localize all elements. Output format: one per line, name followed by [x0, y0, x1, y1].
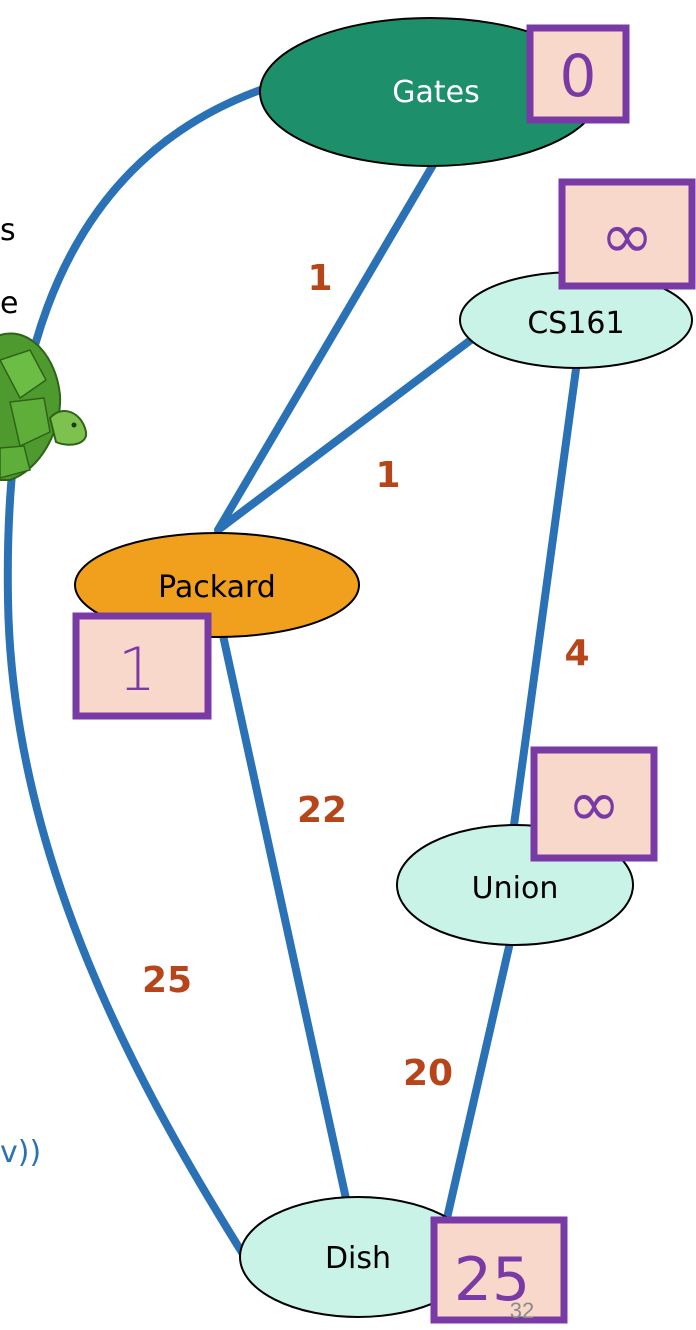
- cut-off-text-2: e: [0, 286, 18, 321]
- weight-cs161-union: 4: [564, 633, 589, 674]
- weight-gates-dish: 25: [142, 960, 192, 1001]
- node-gates-label: Gates: [392, 75, 479, 110]
- distance-box-packard: [72, 612, 212, 720]
- cut-off-text-3: v)): [0, 1135, 41, 1170]
- distance-box-union: [530, 746, 658, 862]
- nodes: Gates CS161 Packard Union Dish: [74, 17, 693, 1318]
- distance-box-dish: [430, 1216, 568, 1324]
- distance-packard: 1: [118, 635, 156, 705]
- weight-cs161-packard: 1: [375, 455, 400, 496]
- node-dish-label: Dish: [325, 1241, 391, 1276]
- distance-union: ∞: [567, 768, 620, 842]
- distance-box-cs161: [558, 178, 696, 290]
- turtle-icon: [0, 332, 88, 481]
- slide-number: 32: [510, 1298, 534, 1323]
- edge-gates-dish: [3, 84, 270, 1266]
- distance-dish: 25: [454, 1245, 530, 1315]
- edge-packard-dish: [213, 604, 359, 1244]
- node-cs161-label: CS161: [527, 306, 624, 341]
- distance-box-gates: [526, 24, 630, 124]
- node-packard-label: Packard: [158, 570, 276, 605]
- weight-packard-dish: 22: [297, 790, 347, 831]
- weight-union-dish: 20: [403, 1053, 453, 1094]
- distance-boxes: 0 ∞ 1 ∞ 25: [72, 24, 696, 1324]
- edge-cs161-union: [510, 321, 586, 829]
- edge-union-dish: [438, 921, 518, 1244]
- cut-off-text-1: s: [0, 213, 16, 248]
- edge-cs161-packard: [214, 314, 504, 534]
- distance-gates: 0: [560, 42, 597, 110]
- node-union-label: Union: [472, 871, 559, 906]
- edge-weights: 1 1 4 22 25 20: [142, 258, 590, 1094]
- weight-gates-packard: 1: [307, 258, 332, 299]
- node-packard: [74, 532, 360, 638]
- edges: [3, 84, 586, 1266]
- distance-cs161: ∞: [600, 200, 653, 274]
- edge-gates-packard: [214, 161, 437, 534]
